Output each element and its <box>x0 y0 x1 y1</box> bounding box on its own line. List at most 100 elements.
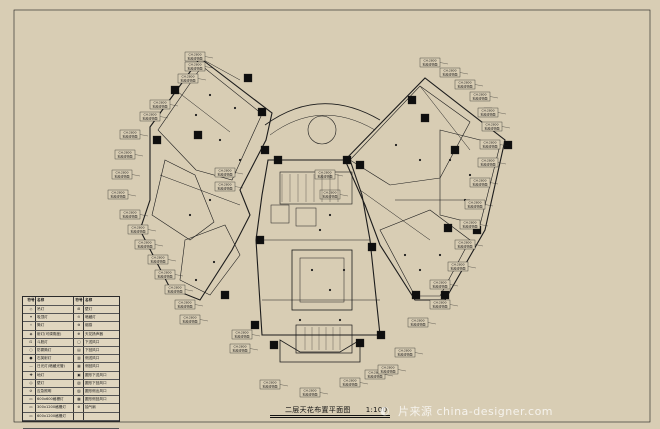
legend-name: 侧回风口 <box>85 364 100 369</box>
legend-name: 天花扬声器 <box>85 331 103 336</box>
legend-name: 筒灯 <box>37 323 45 328</box>
tag-leader-line <box>334 174 344 177</box>
legend-grid-line <box>23 419 119 421</box>
ceiling-tag-finish: 乳胶漆饰面 <box>462 224 477 229</box>
central-block-outline <box>255 159 381 336</box>
legend-symbol-icon: ⊞ <box>77 307 81 311</box>
legend-row: ○防雾筒灯▤下回风口 <box>23 347 119 354</box>
legend-symbol-icon: ◇ <box>29 307 33 311</box>
tag-leader-line <box>474 244 484 247</box>
ceiling-height-tag <box>107 189 129 200</box>
ceiling-tag-height: CH:2800 <box>482 159 495 163</box>
legend-row: ✦吸顶灯⊙暗藏灯 <box>23 314 119 321</box>
structural-column <box>407 95 417 105</box>
ceiling-tag-finish: 乳胶漆饰面 <box>302 392 317 397</box>
ceiling-tag-finish: 乳胶漆饰面 <box>457 84 472 89</box>
ceiling-tag-height: CH:2800 <box>144 113 157 117</box>
tag-leader-line <box>397 369 407 372</box>
downlight-icon <box>328 288 332 292</box>
legend-symbol-icon: ○ <box>29 348 33 352</box>
legend-row: —日光灯(暗藏光管)▦侧回风口 <box>23 363 119 370</box>
legend-row: ⊘应急照明▨圆形侧出风口 <box>23 388 119 395</box>
structural-column <box>250 320 260 330</box>
legend-row: ▭600x1200格栅灯 <box>23 413 119 420</box>
ceiling-tag-finish: 乳胶漆饰面 <box>234 334 249 339</box>
tag-leader-line <box>479 224 489 227</box>
downlight-icon <box>338 318 342 322</box>
downlight-icon <box>208 93 212 97</box>
legend-row: ✚地灯▣圆形下送风口 <box>23 372 119 379</box>
downlight-icon <box>298 318 302 322</box>
legend-symbol-icon: ◈ <box>29 331 33 336</box>
tag-leader-line <box>339 194 349 197</box>
ceiling-tag-height: CH:2800 <box>482 109 495 113</box>
central-room <box>270 204 290 224</box>
legend-row: ▭300x1200格栅灯⊛抽气扇 <box>23 404 119 411</box>
legend-name: 防雾筒灯 <box>37 348 52 352</box>
tag-leader-line <box>319 392 329 395</box>
ceiling-tag-finish: 乳胶漆饰面 <box>397 352 412 357</box>
ceiling-tag-height: CH:2800 <box>139 241 152 245</box>
drawing-title: 二层天花布置平面图 1:100 <box>285 405 387 415</box>
ceiling-tag-height: CH:2800 <box>236 331 249 335</box>
ceiling-tag-height: CH:2800 <box>474 179 487 183</box>
legend-grid-line <box>23 378 119 380</box>
ceiling-tag-height: CH:2800 <box>464 221 477 225</box>
tag-leader-line <box>134 154 144 157</box>
tag-leader-line <box>174 274 184 277</box>
tag-leader-line <box>169 104 179 107</box>
legend-name: 壁灯 <box>85 307 93 311</box>
legend-symbol-icon: ▩ <box>77 397 81 402</box>
tag-leader-line <box>194 304 204 307</box>
ceiling-tag-finish: 乳胶漆饰面 <box>480 162 495 167</box>
ceiling-tag-finish: 乳胶漆饰面 <box>232 348 247 353</box>
legend-table: 符号名称符号名称◇吊灯⊞壁灯✦吸顶灯⊙暗藏灯✧筒灯⊗烟感◈射灯(可调角度)⊕天花… <box>22 296 120 429</box>
structural-column <box>273 155 283 165</box>
legend-symbol-icon: ✧ <box>29 323 33 328</box>
left-wing-partition <box>199 57 241 81</box>
structural-column <box>255 235 265 245</box>
structural-column <box>450 145 460 155</box>
downlight-icon <box>208 198 212 202</box>
legend-grid-line <box>23 346 119 347</box>
legend-grid-line <box>73 297 74 421</box>
legend-grid-line <box>23 395 119 396</box>
structural-column <box>152 135 162 145</box>
legend-name: 壁灯 <box>37 380 45 385</box>
ceiling-tag-finish: 乳胶漆饰面 <box>137 244 152 249</box>
tag-leader-line <box>384 374 394 377</box>
tag-leader-line <box>499 144 509 147</box>
ceiling-tag-height: CH:2800 <box>152 256 165 260</box>
ceiling-tag-height: CH:2800 <box>319 171 332 175</box>
tag-leader-line <box>249 348 259 351</box>
ceiling-tag-height: CH:2800 <box>112 191 125 195</box>
legend-name: 圆形下回风口 <box>85 380 107 385</box>
ceiling-tag-finish: 乳胶漆饰面 <box>380 369 395 374</box>
legend-name: 600x1200格栅灯 <box>37 413 66 418</box>
downlight-icon <box>448 158 452 162</box>
ceiling-tag-finish: 乳胶漆饰面 <box>432 304 447 309</box>
ceiling-tag-height: CH:2800 <box>344 379 357 383</box>
ceiling-tag-finish: 乳胶漆饰面 <box>110 194 125 199</box>
central-room <box>295 207 317 227</box>
downlight-icon <box>233 106 237 110</box>
tag-leader-line <box>489 96 499 99</box>
central-round-coffer <box>307 115 337 145</box>
downlight-icon <box>188 213 192 217</box>
legend-grid-line <box>23 313 119 314</box>
tag-leader-line <box>359 382 369 385</box>
ceiling-tag-height: CH:2800 <box>132 226 145 230</box>
tag-leader-line <box>484 204 494 207</box>
ceiling-tag-height: CH:2800 <box>189 63 202 67</box>
legend-name: 下回风口 <box>85 348 100 352</box>
tag-leader-line <box>131 174 141 177</box>
downlight-icon <box>194 278 198 282</box>
tag-leader-line <box>184 289 194 292</box>
legend-name: 圆形侧出风口 <box>85 389 107 393</box>
ceiling-tag-finish: 乳胶漆饰面 <box>157 274 172 279</box>
legend-header-symbol: 符号 <box>27 298 35 302</box>
tag-leader-line <box>489 182 499 185</box>
legend-symbol-icon: ⊕ <box>77 331 81 336</box>
tag-leader-line <box>414 352 424 355</box>
